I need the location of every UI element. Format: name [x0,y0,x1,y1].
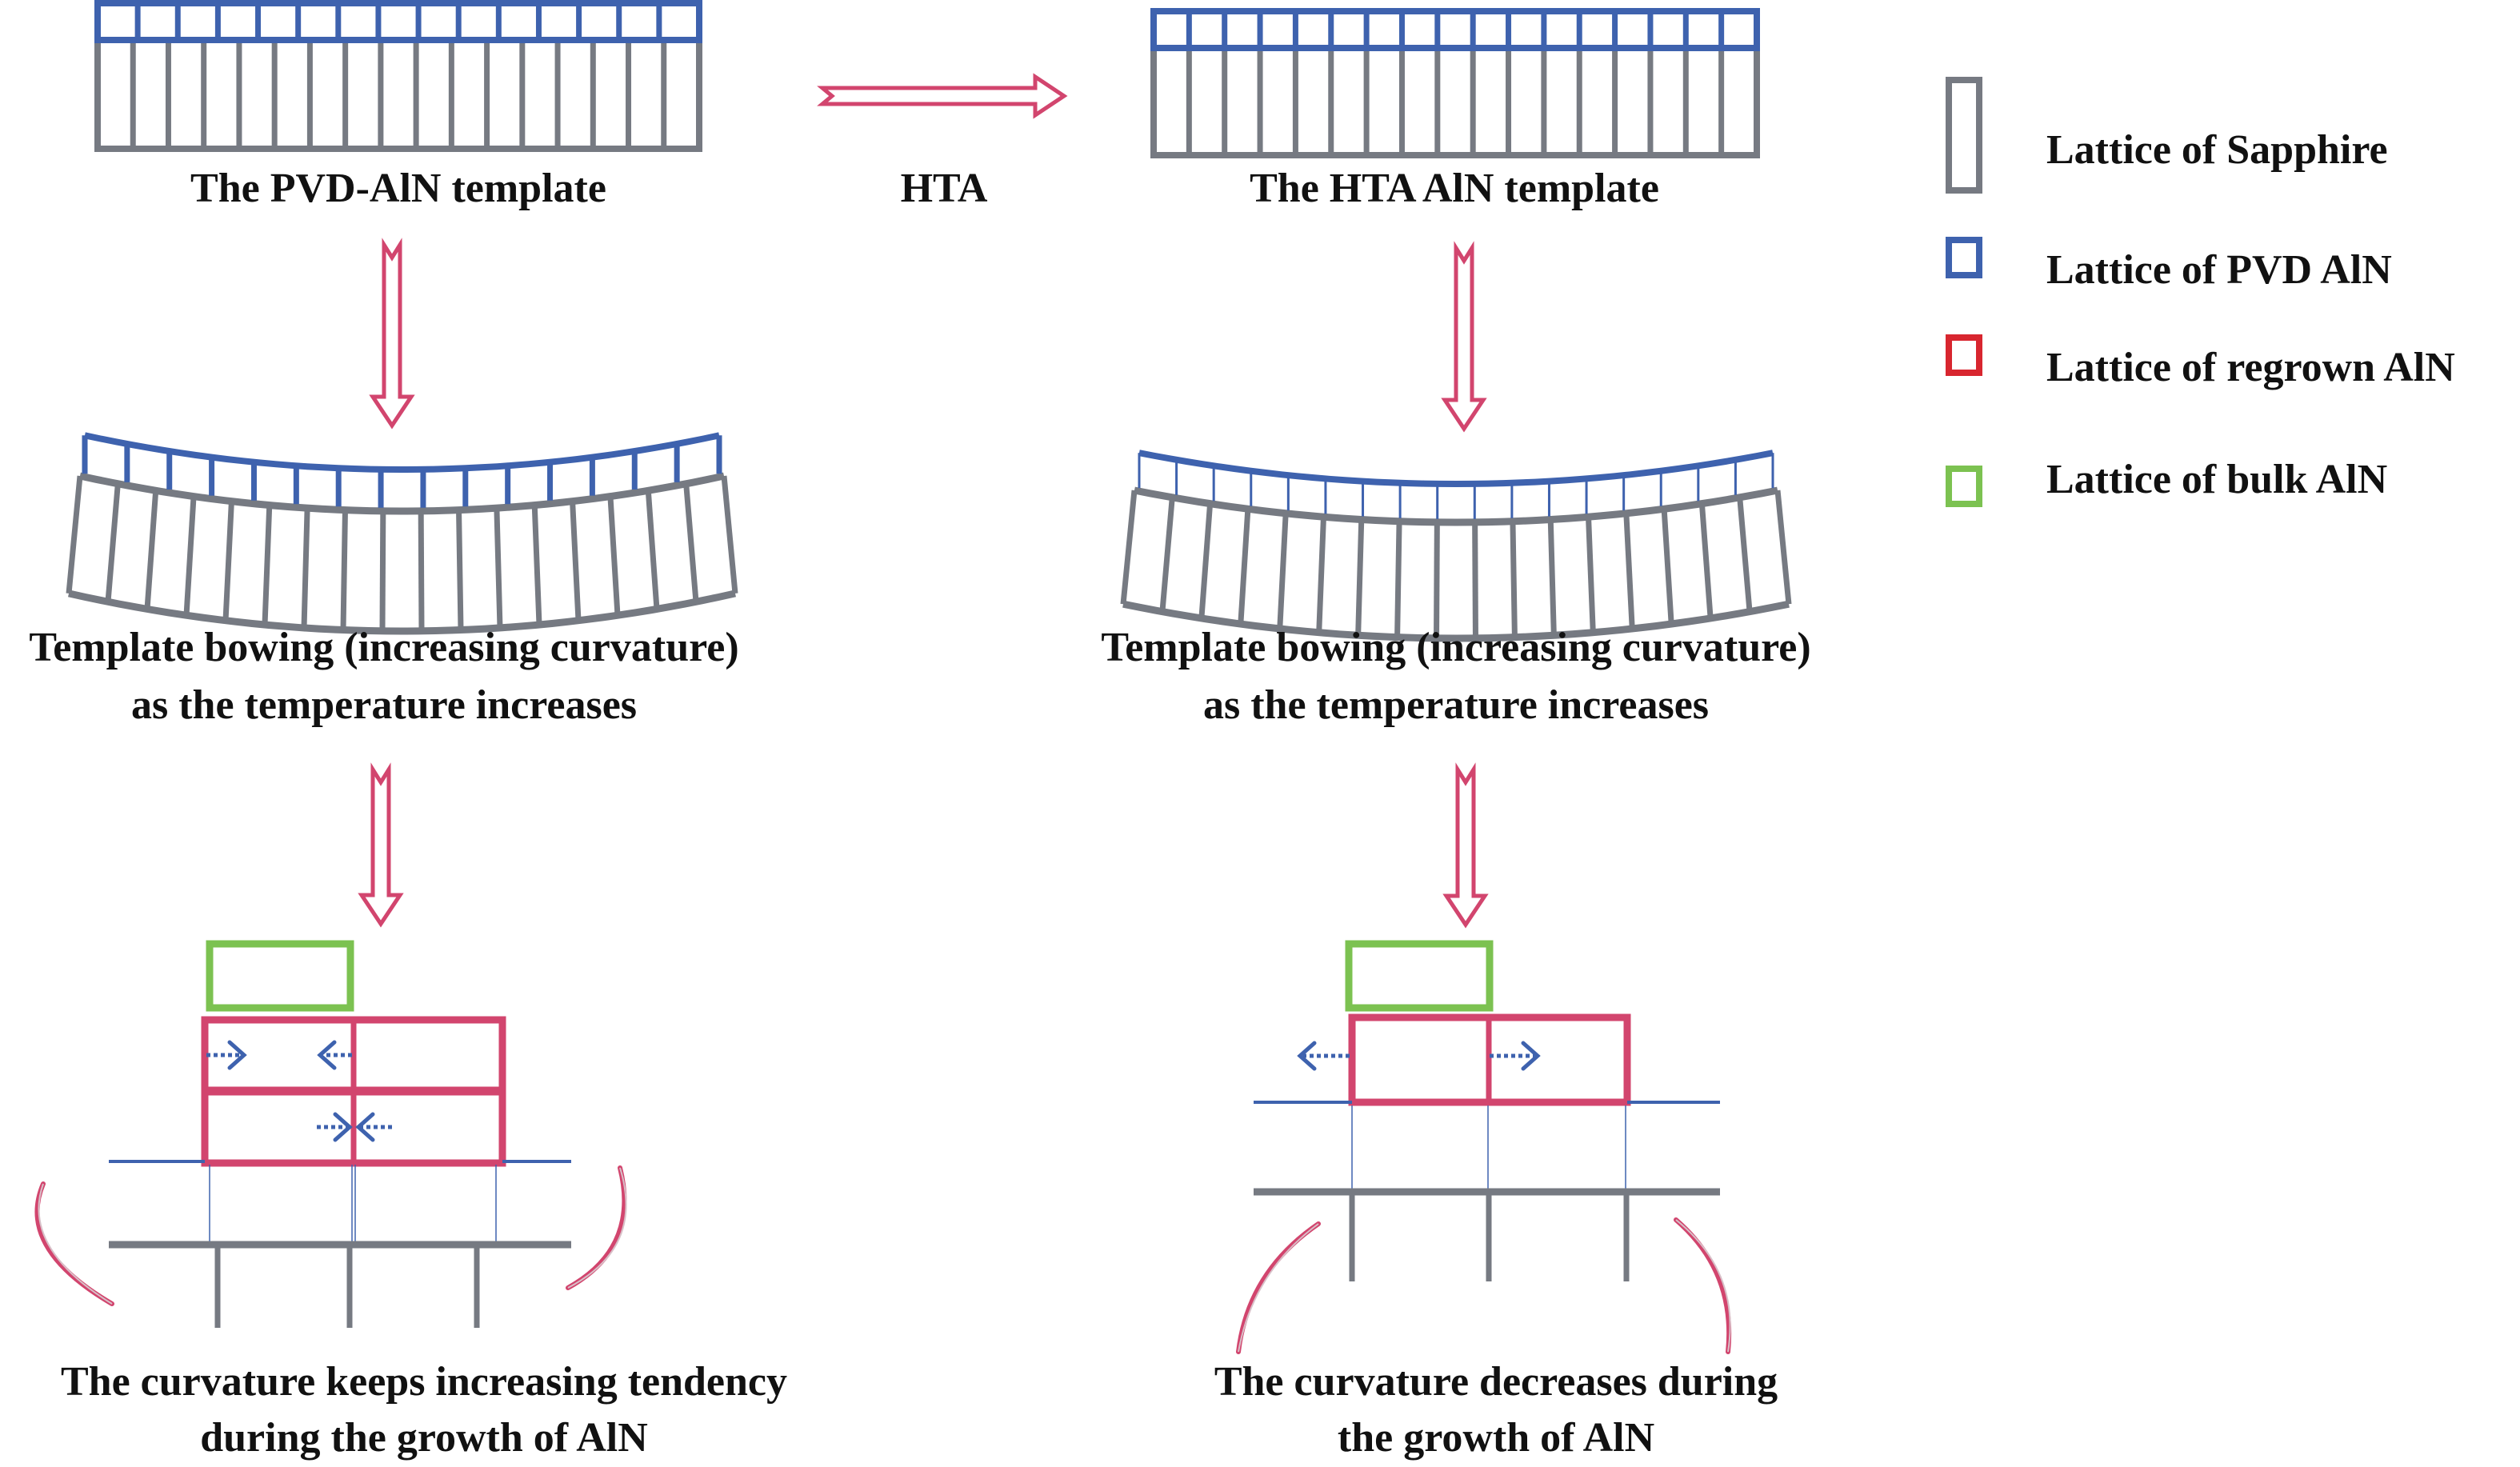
legend-label-bulk-aln: Lattice of bulk AlN [2046,457,2388,502]
sapphire-cell-wall [1472,522,1478,638]
down-arrow-icon [1442,762,1489,929]
right-growth-caption-line1: The curvature decreases during [1214,1359,1778,1405]
right-growth-caption-line2: the growth of AlN [1337,1415,1655,1461]
pvd-aln-template [94,0,702,152]
sapphire-top-edge [1134,486,1778,526]
bulk-aln-cell [1345,940,1494,1012]
sapphire-cell-wall [683,483,699,602]
sapphire-cell-wall [105,483,121,602]
aln-layer-outline [1150,8,1760,51]
sapphire-cell-wall [1394,521,1402,638]
bend-arrow-left-icon-highlight [38,1183,113,1305]
bend-arrow-left-icon-highlight [1238,1223,1319,1353]
sapphire-cell-wall [607,496,621,616]
bend-arrow-left-icon [1236,1221,1321,1354]
left-growth-caption-line1: The curvature keeps increasing tendency [60,1359,788,1405]
legend-swatch-sapphire [1946,77,1982,194]
sapphire-cell-wall [1316,517,1326,633]
bulk-aln-cell [206,940,354,1012]
left-bowing-caption-line2: as the temperature increases [130,682,638,728]
sapphire-cell-wall [1277,513,1289,630]
sapphire-cell-wall [1547,519,1557,636]
legend-swatches [1946,77,1982,507]
strain-arrow-head-icon [333,1112,353,1142]
down-arrow-icon [369,238,415,430]
hta-process-label: HTA [900,166,988,211]
down-arrow-icon [358,762,404,928]
process-arrows [358,73,1489,929]
hta-aln-template [1150,8,1760,158]
sapphire-cell-wall [645,490,660,610]
sapphire-cell-wall [1737,497,1753,612]
sapphire-cell-wall [1661,509,1674,625]
strain-arrow-head-icon [1297,1041,1317,1071]
sapphire-cell-wall [1698,503,1714,619]
sapphire-outline [94,37,702,152]
sapphire-cell-wall [1774,490,1792,605]
right-bowing-caption-line2: as the temperature increases [1202,682,1710,728]
sapphire-cell-wall [494,508,503,629]
legend-label-regrown-aln: Lattice of regrown AlN [2046,345,2455,390]
strain-arrow-head-icon [355,1112,375,1142]
sapphire-cell-wall [1159,497,1175,612]
sapphire-cell-wall [1434,522,1440,638]
sapphire-cell-wall [262,505,273,626]
right-arrow-icon [817,73,1068,119]
strain-arrow-head-icon [317,1040,337,1070]
left-bowing-caption-line1: Template bowing (increasing curvature) [29,625,739,670]
pvd-growth-diagram [34,940,627,1328]
strain-arrow-head-icon [1521,1041,1541,1071]
pvd-bowed-template [66,432,738,635]
legend-swatch-regrown-aln [1946,334,1982,376]
sapphire-cell-wall [66,475,83,594]
aln-top-edge [1138,450,1774,488]
spacer [209,943,350,1005]
sapphire-cell-wall [1355,519,1365,636]
sapphire-cell-wall [144,490,159,610]
sapphire-bottom-edge [68,590,736,635]
sapphire-cell-wall [1586,517,1596,633]
sapphire-cell-wall [340,510,348,630]
sapphire-cell-wall [1623,513,1635,630]
hta-template-caption: The HTA AlN template [1250,166,1659,211]
sapphire-cell-wall [1198,503,1214,619]
aln-top-edge [84,432,720,474]
aln-layer-outline [94,0,702,43]
sapphire-cell-wall [1120,490,1138,605]
sapphire-cell-wall [183,496,197,616]
sapphire-cell-wall [721,475,738,594]
sapphire-cell-wall [570,501,582,621]
sapphire-outline [1150,45,1760,158]
sapphire-cell-wall [379,510,386,631]
bend-arrow-right-icon-highlight [567,1167,627,1289]
hta-bowed-template [1120,450,1792,642]
bend-arrow-right-icon-highlight [1675,1219,1731,1353]
left-growth-caption-line2: during the growth of AlN [200,1415,648,1461]
sapphire-cell-wall [222,501,234,621]
bend-arrow-right-icon [1674,1217,1732,1354]
pvd-template-caption: The PVD-AlN template [190,166,606,211]
sapphire-cell-wall [1510,521,1518,638]
sapphire-cell-wall [1238,509,1251,625]
sapphire-cell-wall [531,505,542,626]
down-arrow-icon [1441,241,1487,433]
sapphire-cell-wall [301,508,310,629]
legend-label-sapphire: Lattice of Sapphire [2046,127,2388,173]
strain-arrow-head-icon [227,1040,247,1070]
legend-swatch-pvd-aln [1946,237,1982,278]
legend-swatch-bulk-aln [1946,466,1982,507]
sapphire-top-edge [79,472,725,515]
sapphire-cell-wall [456,510,464,630]
hta-growth-diagram [1236,940,1732,1354]
legend-label-pvd-aln: Lattice of PVD AlN [2046,247,2392,293]
sapphire-cell-wall [418,510,425,631]
sapphire-bottom-edge [1122,600,1790,642]
right-bowing-caption-line1: Template bowing (increasing curvature) [1101,625,1811,670]
